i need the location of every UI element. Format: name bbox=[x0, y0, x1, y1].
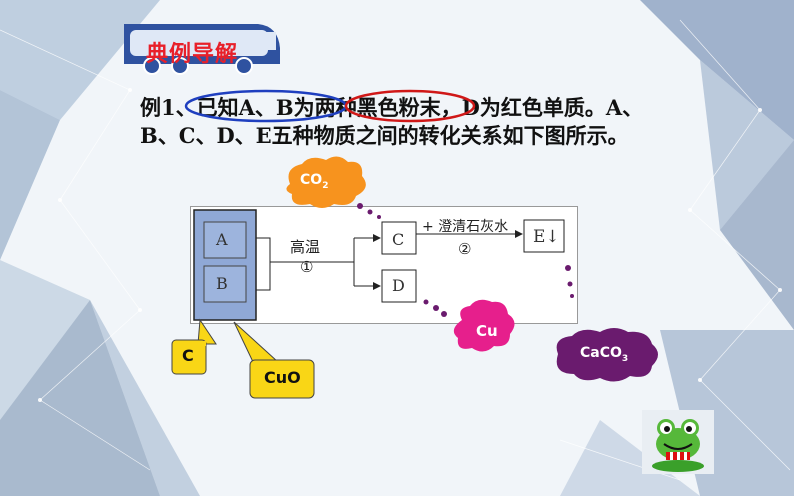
highlight-ovals bbox=[184, 89, 476, 123]
caco3-label: CaCO3 bbox=[580, 345, 629, 364]
question-line-2: B、C、D、E五种物质之间的转化关系如下图所示。 bbox=[140, 123, 629, 148]
condition-2-number: ② bbox=[458, 240, 472, 258]
cuo-callout bbox=[233, 321, 315, 399]
red-highlight-oval bbox=[344, 89, 476, 123]
c-callout bbox=[171, 318, 217, 375]
co2-thought-bubble bbox=[286, 156, 381, 219]
cu-thought-bubble bbox=[423, 299, 515, 352]
page-title: 典例导解 bbox=[146, 42, 239, 67]
box-e-label: E↓ bbox=[533, 227, 560, 247]
condition-1-number: ① bbox=[300, 258, 314, 276]
bus-title-banner bbox=[124, 24, 280, 75]
cuo-callout-label: CuO bbox=[264, 368, 301, 387]
question-text: 例1、已知A、B为两种黑色粉末，D为红色单质。A、 B、C、D、E五种物质之间的… bbox=[140, 94, 660, 150]
condition-2-label: + 澄清石灰水 bbox=[422, 219, 509, 235]
c-callout-label: C bbox=[182, 346, 194, 365]
cu-label: Cu bbox=[476, 322, 498, 340]
condition-1-label: 高温 bbox=[290, 238, 321, 256]
box-b-label: B bbox=[216, 274, 228, 293]
blue-highlight-oval bbox=[184, 89, 348, 123]
box-c-label: C bbox=[392, 230, 405, 249]
frog-mascot-icon bbox=[642, 410, 714, 474]
box-d-label: D bbox=[392, 276, 405, 295]
box-a-label: A bbox=[216, 230, 228, 249]
co2-label: CO2 bbox=[300, 172, 329, 191]
question-line-1: 例1、已知A、B为两种黑色粉末，D为红色单质。A、 bbox=[140, 95, 644, 120]
caco3-trail-dots bbox=[565, 265, 574, 298]
caco3-cloud bbox=[556, 328, 658, 382]
reaction-diagram-lines bbox=[193, 209, 565, 321]
